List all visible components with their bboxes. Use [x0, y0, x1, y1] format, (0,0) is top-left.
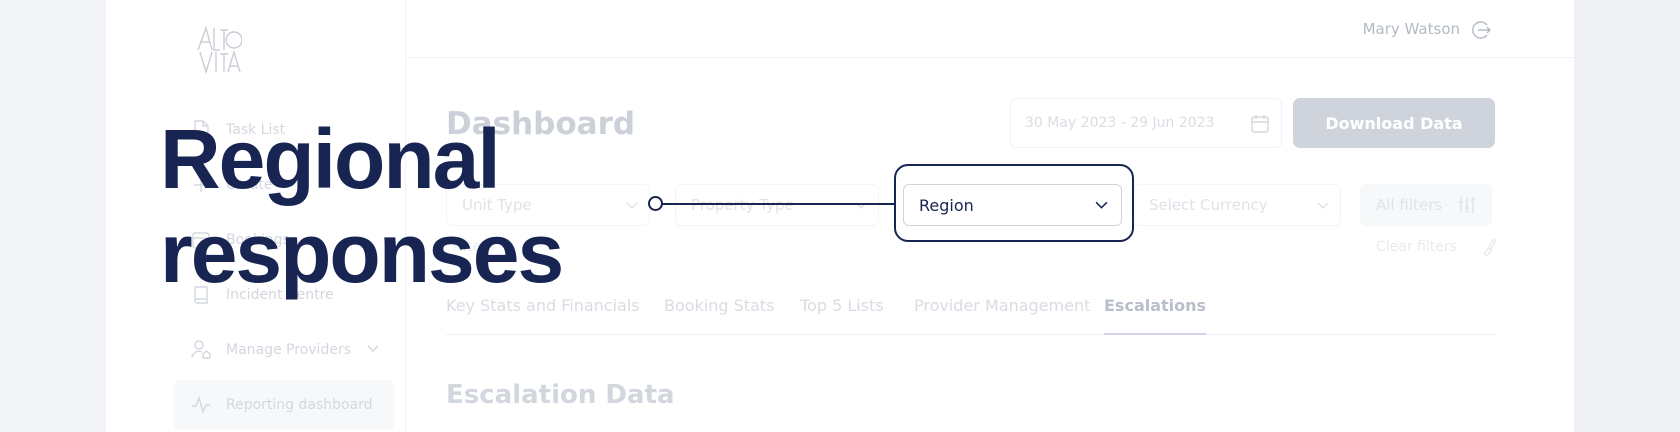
date-range-value: 30 May 2023 - 29 Jun 2023: [1025, 115, 1215, 131]
property-type-select[interactable]: Property Type: [675, 184, 879, 226]
tab-booking-stats[interactable]: Booking Stats: [664, 296, 775, 315]
overlay-headline: Regional responses: [160, 112, 680, 300]
currency-placeholder: Select Currency: [1149, 196, 1268, 214]
tab-provider-management[interactable]: Provider Management: [914, 296, 1091, 315]
property-type-placeholder: Property Type: [691, 196, 794, 214]
activity-icon: [190, 394, 212, 416]
chevron-down-icon[interactable]: [366, 342, 380, 356]
sidebar-item-label: Create: [226, 177, 273, 193]
all-filters-label: All filters: [1376, 196, 1443, 214]
currency-select[interactable]: Select Currency: [1133, 184, 1341, 226]
sidebar-item-label: Bookings: [226, 232, 290, 248]
alto-vita-logo-icon: [197, 25, 243, 75]
sidebar-item-incident-centre[interactable]: Incident Centre: [174, 270, 394, 320]
sidebar-item-bookings[interactable]: Bookings: [174, 215, 394, 265]
book-icon: [190, 284, 212, 306]
callout-connector-line: [655, 203, 895, 205]
sidebar-item-label: Task List: [226, 122, 286, 138]
tab-key-stats[interactable]: Key Stats and Financials: [446, 296, 640, 315]
region-placeholder: Region: [919, 195, 974, 215]
page-background-strip: [1574, 0, 1680, 432]
chevron-down-icon: [855, 202, 867, 210]
chevron-down-icon: [1317, 202, 1329, 210]
user-name[interactable]: Mary Watson: [1362, 20, 1460, 38]
plus-icon: [190, 174, 212, 196]
page-title: Dashboard: [446, 106, 636, 142]
download-data-button[interactable]: Download Data: [1293, 98, 1495, 148]
logo[interactable]: [194, 24, 243, 75]
region-select[interactable]: Region: [903, 184, 1122, 226]
dashboard-tabs: Key Stats and Financials Booking Stats T…: [446, 290, 1497, 335]
calendar-icon: [190, 229, 212, 251]
sliders-icon: [1459, 197, 1475, 213]
sidebar-item-manage-providers[interactable]: Manage Providers: [174, 325, 394, 375]
clear-filters-button[interactable]: Clear filters: [1376, 237, 1497, 257]
tab-escalations[interactable]: Escalations: [1104, 296, 1207, 335]
main-content: Mary Watson Dashboard 30 May 2023 - 29 J…: [406, 0, 1574, 432]
brush-icon: [1483, 237, 1497, 257]
chevron-down-icon: [1095, 201, 1108, 209]
section-title: Escalation Data: [446, 380, 675, 410]
user-home-icon: [190, 339, 212, 361]
app-window: Task List Create Bookings Incident Centr…: [106, 0, 1574, 432]
headline-line-2: responses: [160, 206, 564, 300]
sidebar: Task List Create Bookings Incident Centr…: [106, 0, 406, 432]
applied-filters-label: Filters: [452, 239, 494, 255]
tab-top-5-lists[interactable]: Top 5 Lists: [800, 296, 884, 315]
sidebar-item-label: Reporting dashboard: [226, 397, 373, 413]
sidebar-item-create[interactable]: Create: [174, 160, 394, 210]
all-filters-button[interactable]: All filters: [1360, 184, 1492, 226]
sidebar-item-reporting-dashboard[interactable]: Reporting dashboard: [174, 380, 394, 430]
top-bar: Mary Watson: [406, 0, 1574, 58]
sidebar-item-label: Manage Providers: [226, 342, 351, 358]
sidebar-item-task-list[interactable]: Task List: [174, 105, 394, 155]
headline-line-1: Regional: [160, 112, 501, 206]
chevron-down-icon: [626, 202, 638, 210]
unit-type-placeholder: Unit Type: [462, 196, 532, 214]
logout-icon[interactable]: [1470, 19, 1492, 41]
date-range-picker[interactable]: 30 May 2023 - 29 Jun 2023: [1010, 98, 1282, 148]
clear-filters-label: Clear filters: [1376, 239, 1457, 255]
document-icon: [190, 119, 212, 141]
sidebar-item-label: Incident Centre: [226, 287, 334, 303]
callout-connector-dot: [648, 196, 663, 211]
calendar-icon: [1251, 115, 1269, 133]
